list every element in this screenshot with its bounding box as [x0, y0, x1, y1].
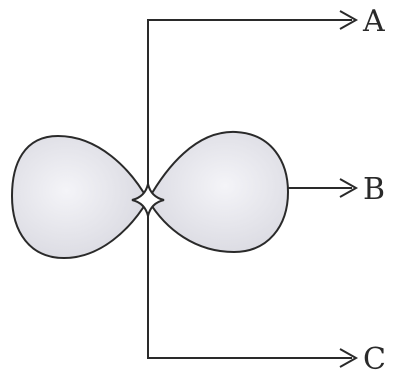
arrow-c-head: [339, 348, 359, 368]
left-lobe: [10, 134, 150, 260]
label-b: B: [363, 172, 385, 207]
right-lobe: [146, 130, 290, 254]
label-c: C: [363, 342, 386, 377]
label-a: A: [362, 4, 385, 39]
arrow-b-head: [339, 178, 359, 198]
arrow-a-head: [339, 10, 359, 30]
